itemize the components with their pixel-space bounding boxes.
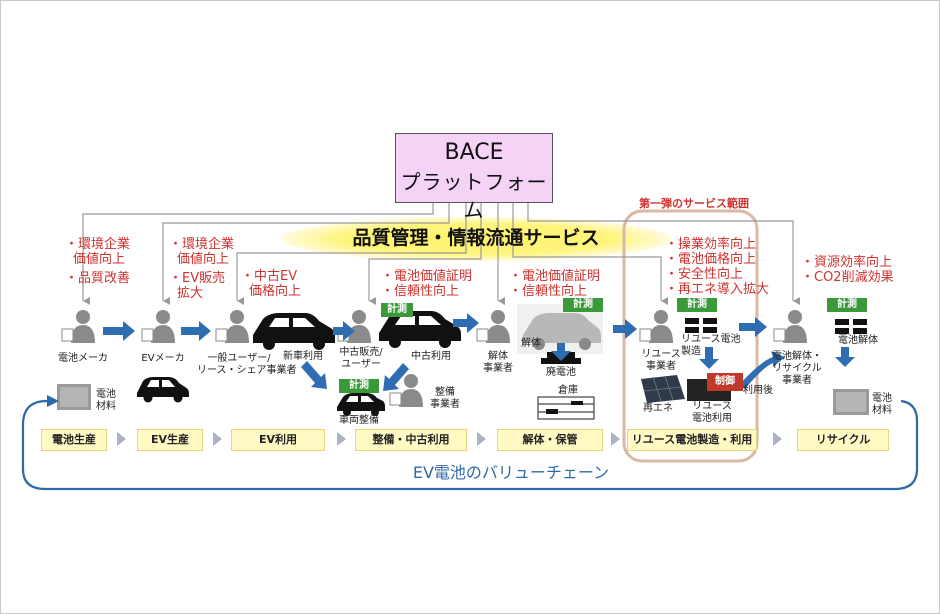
warehouse-icon	[537, 396, 595, 420]
value-chain-label: EV電池のバリューチェーン	[412, 463, 610, 482]
recycler-person-icon	[773, 310, 807, 343]
label-battery-material-left: 電池材料	[96, 389, 116, 412]
value-chain-loop-arrowhead	[47, 395, 59, 407]
measure-tag-dismantle: 計測	[563, 298, 603, 312]
label-maintenance-biz: 整備事業者	[430, 387, 460, 410]
platform-subtitle: プラットフォーム	[400, 170, 548, 222]
stage-ev-production: EV生産	[137, 429, 203, 451]
platform-title: BACE	[444, 140, 504, 165]
benefit-reuse: ・操業効率向上 ・電池価格向上 ・安全性向上 ・再エネ導入拡大	[665, 237, 770, 297]
measure-tag-used: 計測	[381, 303, 413, 317]
label-battery-dismantle: 電池解体	[838, 335, 878, 346]
flow-arrow-down-4	[699, 347, 719, 369]
stage-maintenance-used: 整備・中古利用	[355, 429, 467, 451]
recycle-battery-module-icon	[835, 319, 867, 334]
stage-chevron-6	[773, 432, 782, 446]
stage-chevron-5	[611, 432, 620, 446]
label-battery-maker: 電池メーカ	[58, 353, 108, 364]
dismantler-person-icon	[476, 310, 510, 343]
battery-maker-person-icon	[61, 310, 95, 343]
used-sales-person-icon	[337, 310, 371, 343]
stage-battery-production: 電池生産	[41, 429, 107, 451]
stage-ev-use: EV利用	[231, 429, 325, 451]
label-reuse-biz: リユース事業者	[641, 349, 681, 372]
flow-arrow-down-5	[835, 347, 855, 367]
label-renewable: 再エネ	[643, 403, 673, 414]
ev-user-person-icon	[215, 310, 249, 343]
label-after-use: 利用後	[743, 385, 773, 396]
value-chain-loop	[21, 399, 919, 491]
measure-tag-maintenance: 計測	[339, 379, 379, 393]
label-ev-maker: EVメーカ	[141, 353, 185, 364]
stage-chevron-1	[117, 432, 126, 446]
stage-dismantle-storage: 解体・保管	[497, 429, 603, 451]
flow-arrow-after-use	[739, 351, 785, 389]
flow-arrow-5	[613, 319, 637, 339]
label-recycler: 電池解体・リサイクル事業者	[772, 351, 822, 386]
flow-arrow-3	[333, 321, 355, 341]
label-new-car-use: 新車利用	[283, 351, 323, 362]
benefit-ev-user: ・中古EV 価格向上	[241, 269, 302, 299]
bace-platform-box: BACE プラットフォーム	[395, 133, 553, 222]
label-battery-material-right: 電池材料	[872, 393, 892, 416]
stage-reuse-battery: リユース電池製造・利用	[627, 429, 757, 451]
platform-connectors	[82, 201, 800, 305]
control-tag: 制御	[707, 373, 743, 391]
benefit-dismantler: ・電池価値証明 ・信頼性向上	[509, 269, 601, 299]
label-dismantle: 解体	[521, 338, 541, 349]
new-car-icon	[253, 313, 335, 350]
maintenance-person-icon	[389, 374, 423, 407]
solar-panel-icon	[641, 375, 685, 403]
stage-chevron-3	[337, 432, 346, 446]
quality-service-highlight	[280, 217, 672, 261]
flow-arrow-down-3	[551, 343, 571, 361]
label-dismantler: 解体事業者	[483, 351, 513, 374]
flow-arrow-6	[739, 317, 767, 337]
flow-arrows	[103, 313, 855, 391]
first-phase-frame	[622, 209, 759, 463]
flow-arrow-down-2	[383, 363, 409, 391]
flow-arrow-2	[181, 321, 211, 341]
label-reuse-battery-mfg: リユース電池製造	[681, 334, 741, 357]
benefit-battery-maker: ・環境企業 価値向上 ・品質改善	[65, 237, 131, 286]
label-used-use: 中古利用	[411, 351, 451, 362]
person-icons	[61, 310, 807, 407]
measure-tag-recycle: 計測	[827, 298, 867, 312]
first-phase-label: 第一弾のサービス範囲	[639, 197, 749, 210]
reuse-battery-module-icon	[685, 318, 717, 333]
label-waste-battery: 廃電池	[546, 367, 576, 378]
battery-material-icons	[57, 384, 869, 415]
benefit-used-sales: ・電池価値証明 ・信頼性向上	[381, 269, 473, 299]
ev-maker-car-icon	[137, 377, 189, 403]
flow-arrow-down-1	[301, 361, 327, 389]
ev-maker-person-icon	[141, 310, 175, 343]
label-used-sales: 中古販売/ユーザー	[339, 347, 383, 370]
flow-arrow-4	[453, 313, 479, 333]
maintenance-car-icon	[337, 393, 385, 416]
quality-service-title: 品質管理・情報流通サービス	[352, 227, 600, 249]
stage-recycle: リサイクル	[797, 429, 889, 451]
label-ev-user: 一般ユーザー/リース・シェア事業者	[197, 353, 297, 376]
label-reuse-battery-use: リユース電池利用	[692, 401, 732, 424]
benefit-ev-maker: ・環境企業 価値向上 ・EV販売 拡大	[169, 237, 235, 301]
measure-tag-reuse: 計測	[677, 298, 717, 312]
label-warehouse: 倉庫	[558, 385, 578, 396]
stage-chevron-2	[213, 432, 222, 446]
flow-arrow-1	[103, 321, 135, 341]
benefit-recycle: ・資源効率向上 ・CO2削減効果	[801, 255, 894, 285]
reuse-person-icon	[639, 310, 673, 343]
used-car-icon	[379, 311, 461, 348]
stage-chevron-4	[477, 432, 486, 446]
label-vehicle-maintenance: 車両整備	[339, 415, 379, 426]
